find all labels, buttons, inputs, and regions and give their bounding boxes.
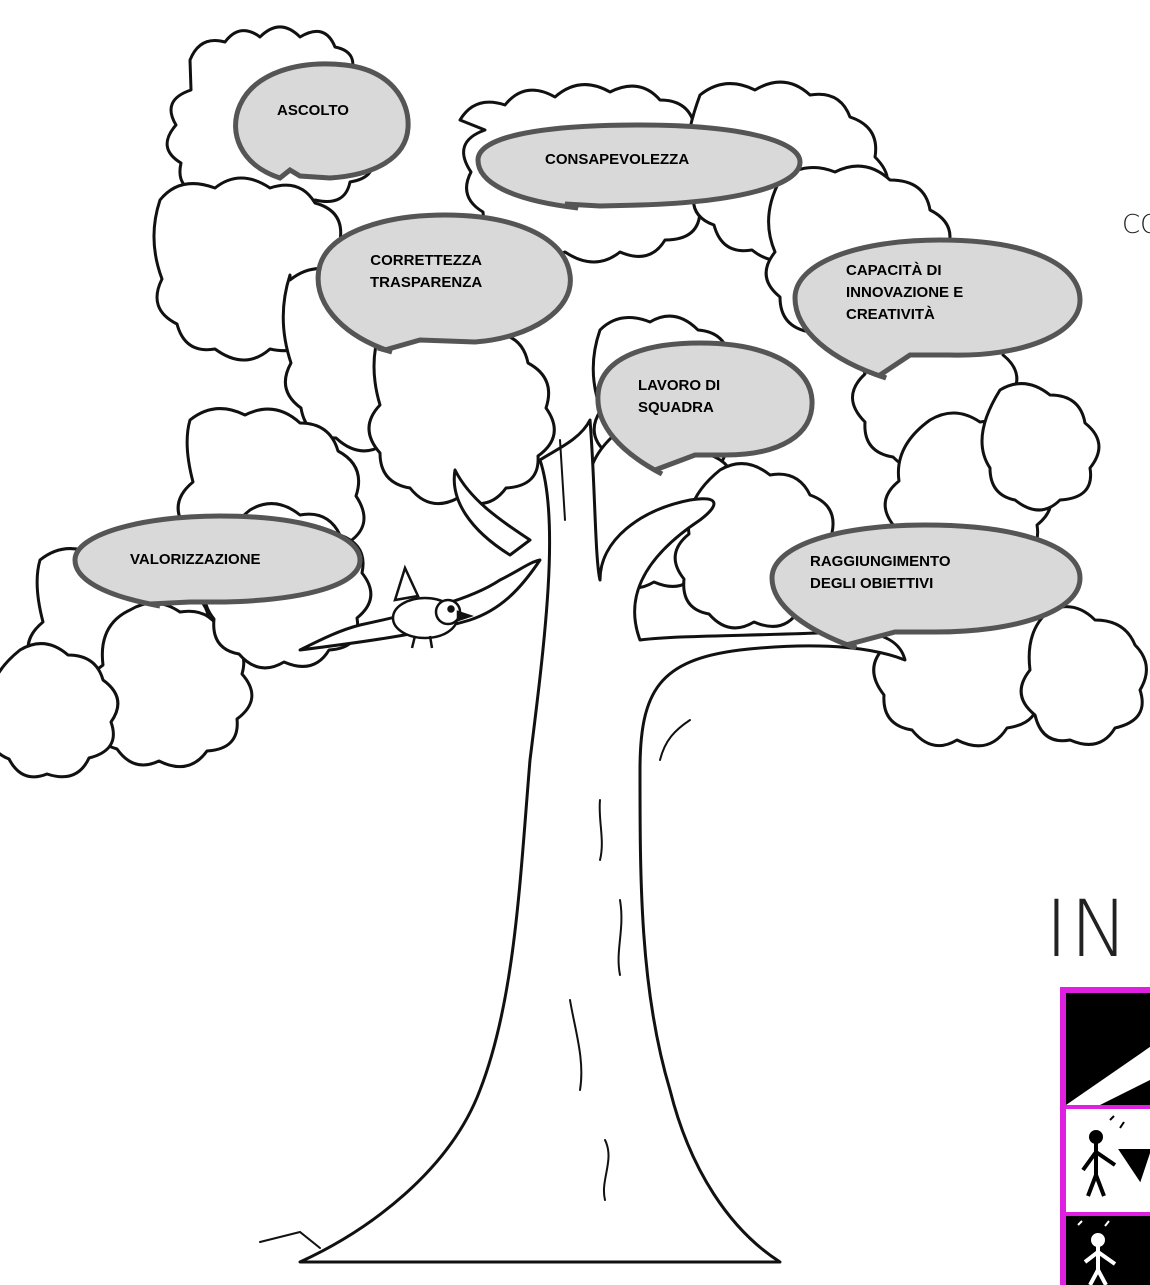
- bubble-label-capacita-line2: INNOVAZIONE E: [846, 284, 964, 301]
- logo-box: [1060, 987, 1150, 1285]
- dancing-couple-icon: [1081, 1115, 1150, 1197]
- bubble-valorizzazione: [72, 513, 363, 609]
- bubble-label-valorizzazione: VALORIZZAZIONE: [130, 551, 261, 568]
- bubble-label-lavoro-line1: LAVORO DI: [638, 377, 721, 394]
- edge-text-co: CO: [1122, 210, 1150, 240]
- bubble-ascolto: [233, 61, 411, 181]
- bubble-label-lavoro-line2: SQUADRA: [638, 399, 714, 416]
- bubble-label-raggiungimento-line1: RAGGIUNGIMENTO: [810, 553, 951, 570]
- bubble-lavoro: [595, 340, 815, 477]
- bubble-label-correttezza-line1: CORRETTEZZA: [370, 252, 482, 269]
- bubble-label-capacita-line3: CREATIVITÀ: [846, 306, 935, 323]
- edge-text-in: IN: [1045, 885, 1131, 975]
- bubble-label-consapevolezza: CONSAPEVOLEZZA: [545, 151, 690, 168]
- bubble-label-raggiungimento-line2: DEGLI OBIETTIVI: [810, 575, 934, 592]
- dancing-couple-icon-white: [1077, 1220, 1117, 1285]
- bubble-correttezza: [315, 212, 573, 355]
- bubble-label-correttezza-line2: TRASPARENZA: [370, 274, 483, 291]
- bubbles: [72, 61, 1083, 651]
- bubble-capacita: [792, 237, 1083, 381]
- bubble-raggiungimento: [769, 522, 1083, 651]
- bubble-label-raggiungimento: RAGGIUNGIMENTO DEGLI OBIETTIVI: [810, 551, 951, 595]
- bubble-label-lavoro: LAVORO DI SQUADRA: [638, 375, 720, 419]
- bird-icon: [391, 564, 474, 649]
- bubble-consapevolezza: [475, 122, 803, 211]
- bubble-label-ascolto: ASCOLTO: [277, 102, 349, 119]
- bubble-label-capacita: CAPACITÀ DI INNOVAZIONE E CREATIVITÀ: [846, 260, 963, 326]
- bubble-label-correttezza: CORRETTEZZA TRASPARENZA: [370, 250, 482, 294]
- bubble-label-capacita-line1: CAPACITÀ DI: [846, 262, 942, 279]
- bark-lines: [259, 439, 691, 1249]
